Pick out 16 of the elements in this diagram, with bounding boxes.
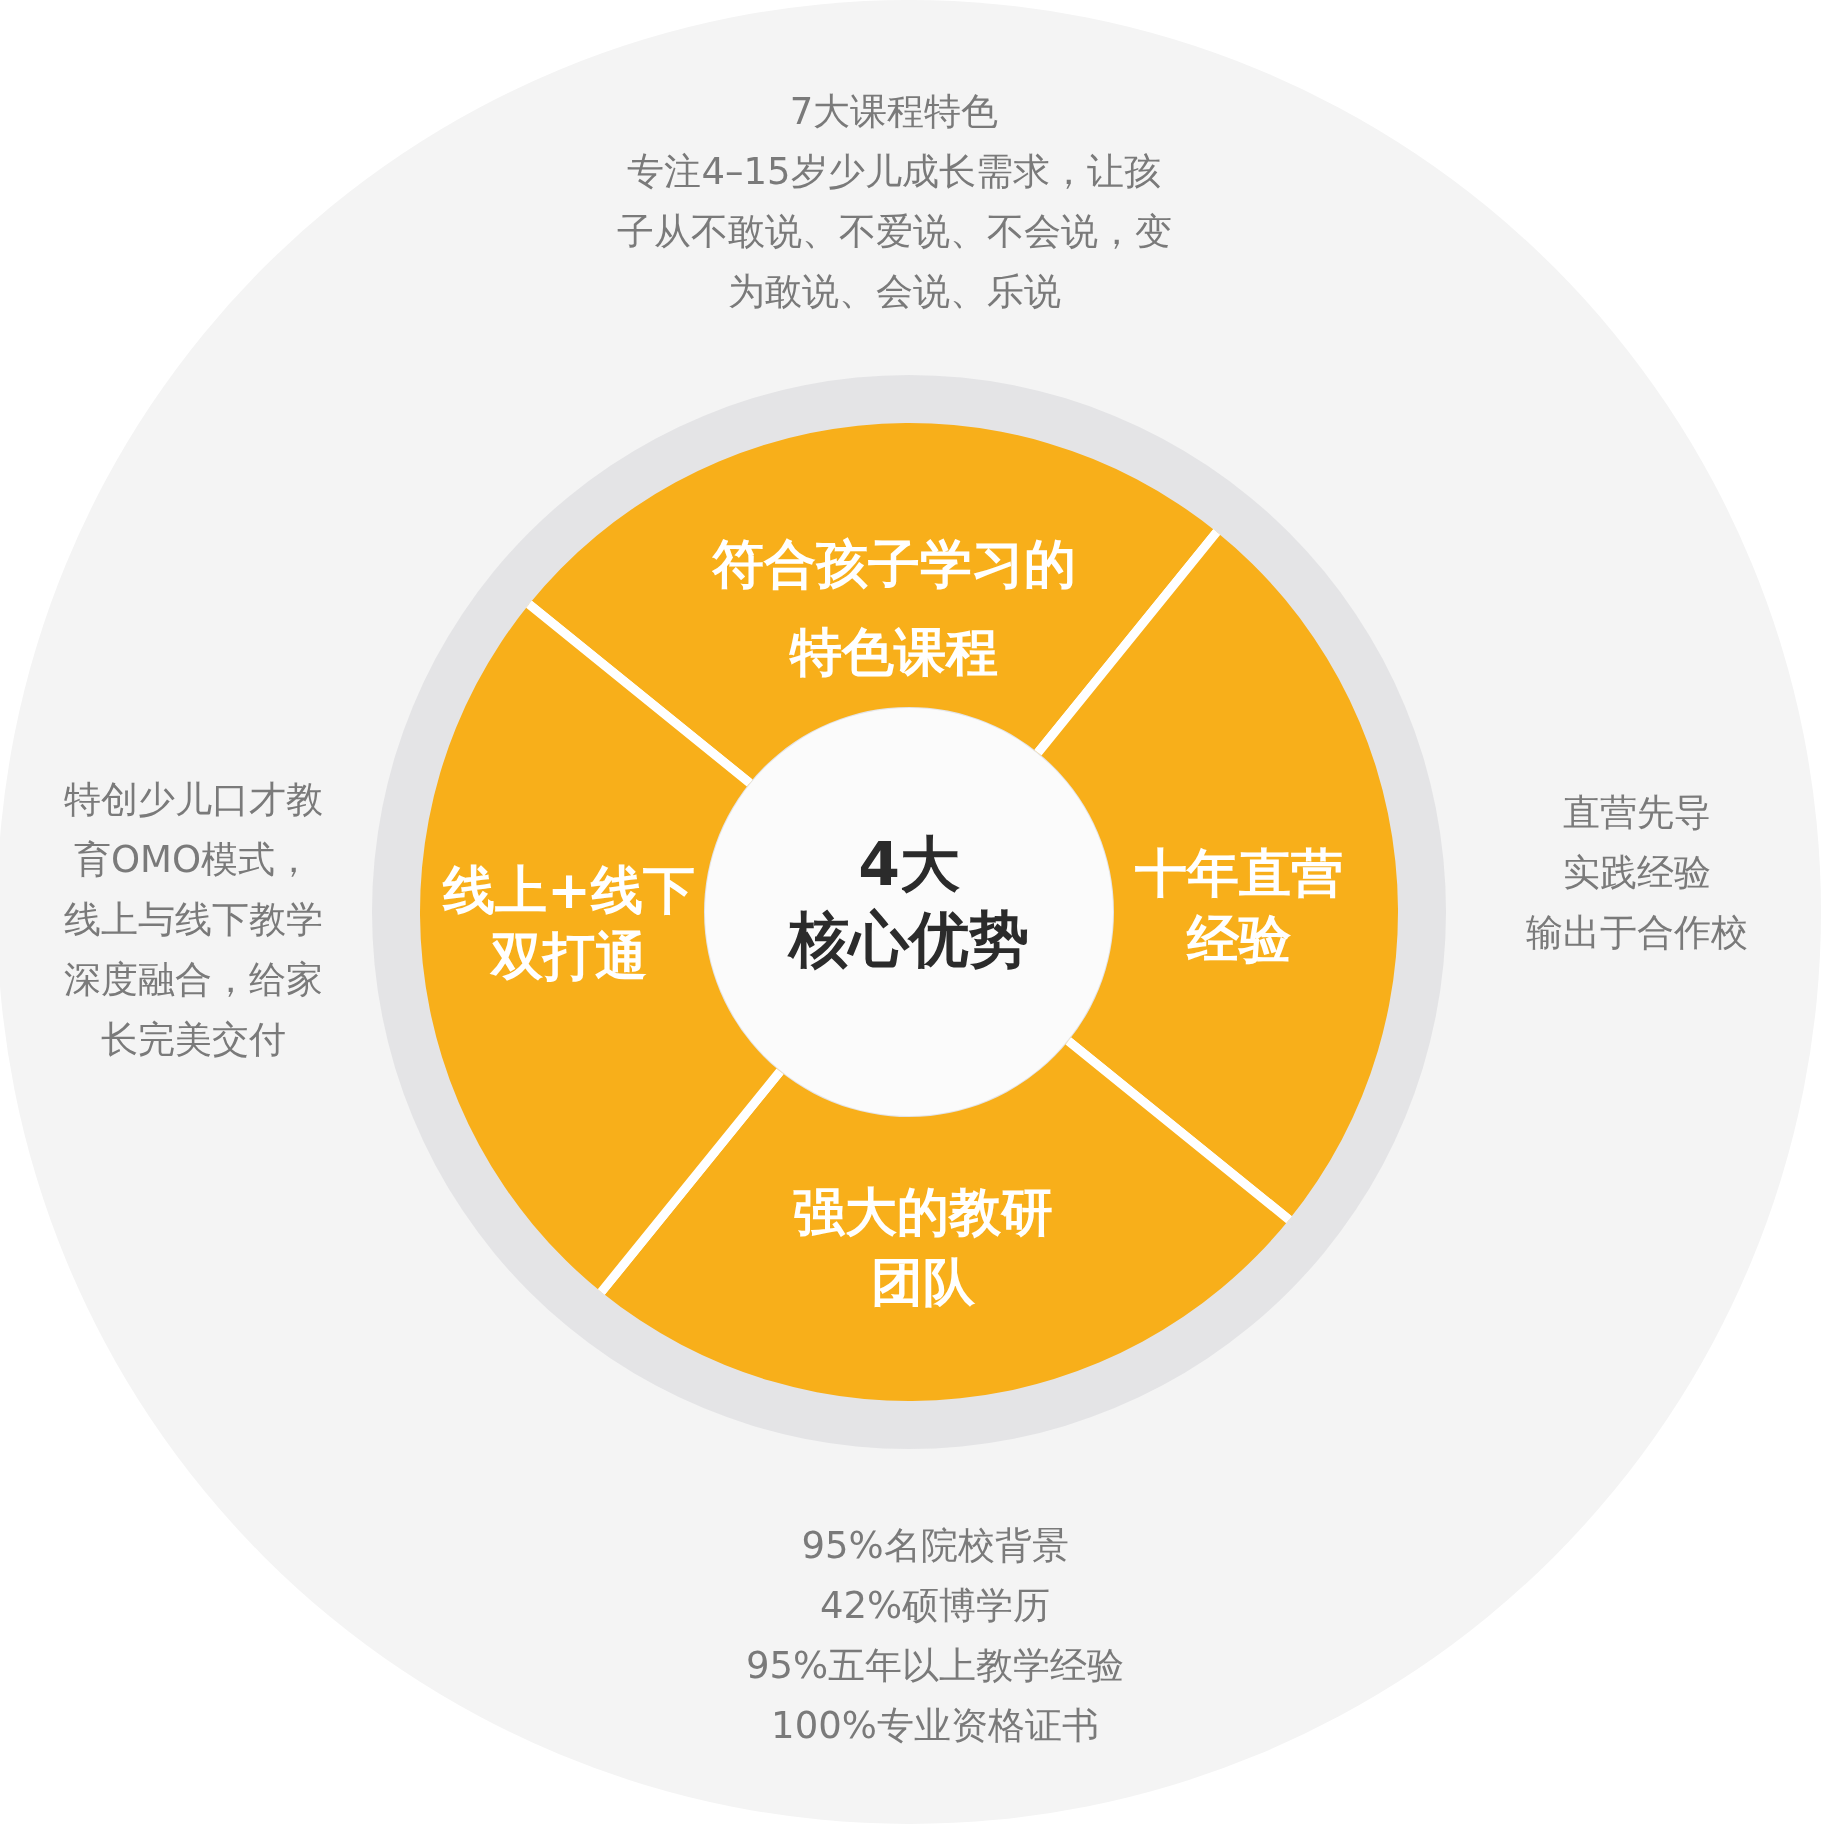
description-text: 输出于合作校	[1525, 910, 1749, 956]
centre-title: 核心优势	[786, 903, 1030, 976]
description-text: 实践经验	[1562, 850, 1712, 896]
sector-label: 线上+线下双打通	[441, 859, 696, 988]
sector-label: 十年直营经验	[1134, 842, 1344, 971]
description-text: 95%五年以上教学经验	[744, 1643, 1126, 1689]
centre-title: 4大	[857, 828, 961, 901]
description-text: 42%硕博学历	[818, 1583, 1052, 1629]
description-text: 专注4–15岁少儿成长需求，让孩子从不敢说、不爱说、不会说，变为敢说、会说、乐说	[615, 149, 1173, 315]
description-text: 100%专业资格证书	[770, 1703, 1100, 1749]
sector-label: 符合孩子学习的特色课程	[711, 533, 1077, 684]
sector-label: 强大的教研团队	[792, 1181, 1054, 1314]
description-text: 95%名院校背景	[800, 1523, 1070, 1569]
description-text: 特创少儿口才教育OMO模式，线上与线下教学深度融合，给家长完美交付	[62, 777, 324, 1063]
description-text: 直营先导	[1562, 790, 1712, 836]
description-text: 7大课程特色	[788, 89, 1000, 135]
